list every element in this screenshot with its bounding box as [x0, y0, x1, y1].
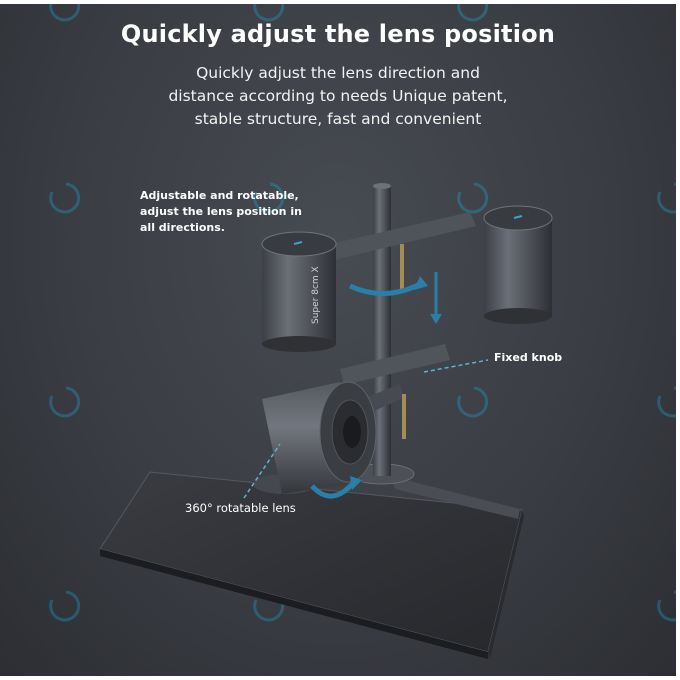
- page-title: Quickly adjust the lens position: [120, 20, 556, 48]
- rotate-arrow-icon: [348, 281, 422, 297]
- subheading-line: stable structure, fast and convenient: [194, 110, 482, 128]
- callout-rotatable-lens: 360° rotatable lens: [185, 501, 296, 515]
- callout-adjustable: Adjustable and rotatable, adjust the len…: [140, 188, 302, 236]
- callout-line-fixed-knob: [423, 359, 489, 373]
- subheading-line: distance according to needs Unique paten…: [168, 87, 508, 105]
- camera-top-right: [483, 205, 553, 324]
- product-banner: Super 8cm X Quickly adjust the lens posi…: [0, 4, 676, 676]
- product-illustration: Super 8cm X: [49, 4, 676, 659]
- camera-brand-text: Super 8cm X: [311, 266, 321, 324]
- callout-fixed-knob: Fixed knob: [494, 351, 563, 364]
- subheading: Quickly adjust the lens direction and di…: [0, 62, 676, 131]
- rotate-lens-arrow-icon: [310, 480, 356, 499]
- camera-front: [253, 381, 377, 494]
- camera-top-left: Super 8cm X: [261, 231, 337, 352]
- callout-line-rotatable-lens: [243, 443, 281, 499]
- callout-line: Adjustable and rotatable,: [140, 189, 299, 202]
- callout-line: adjust the lens position in: [140, 205, 302, 218]
- subheading-line: Quickly adjust the lens direction and: [196, 64, 480, 82]
- callout-line: all directions.: [140, 221, 225, 234]
